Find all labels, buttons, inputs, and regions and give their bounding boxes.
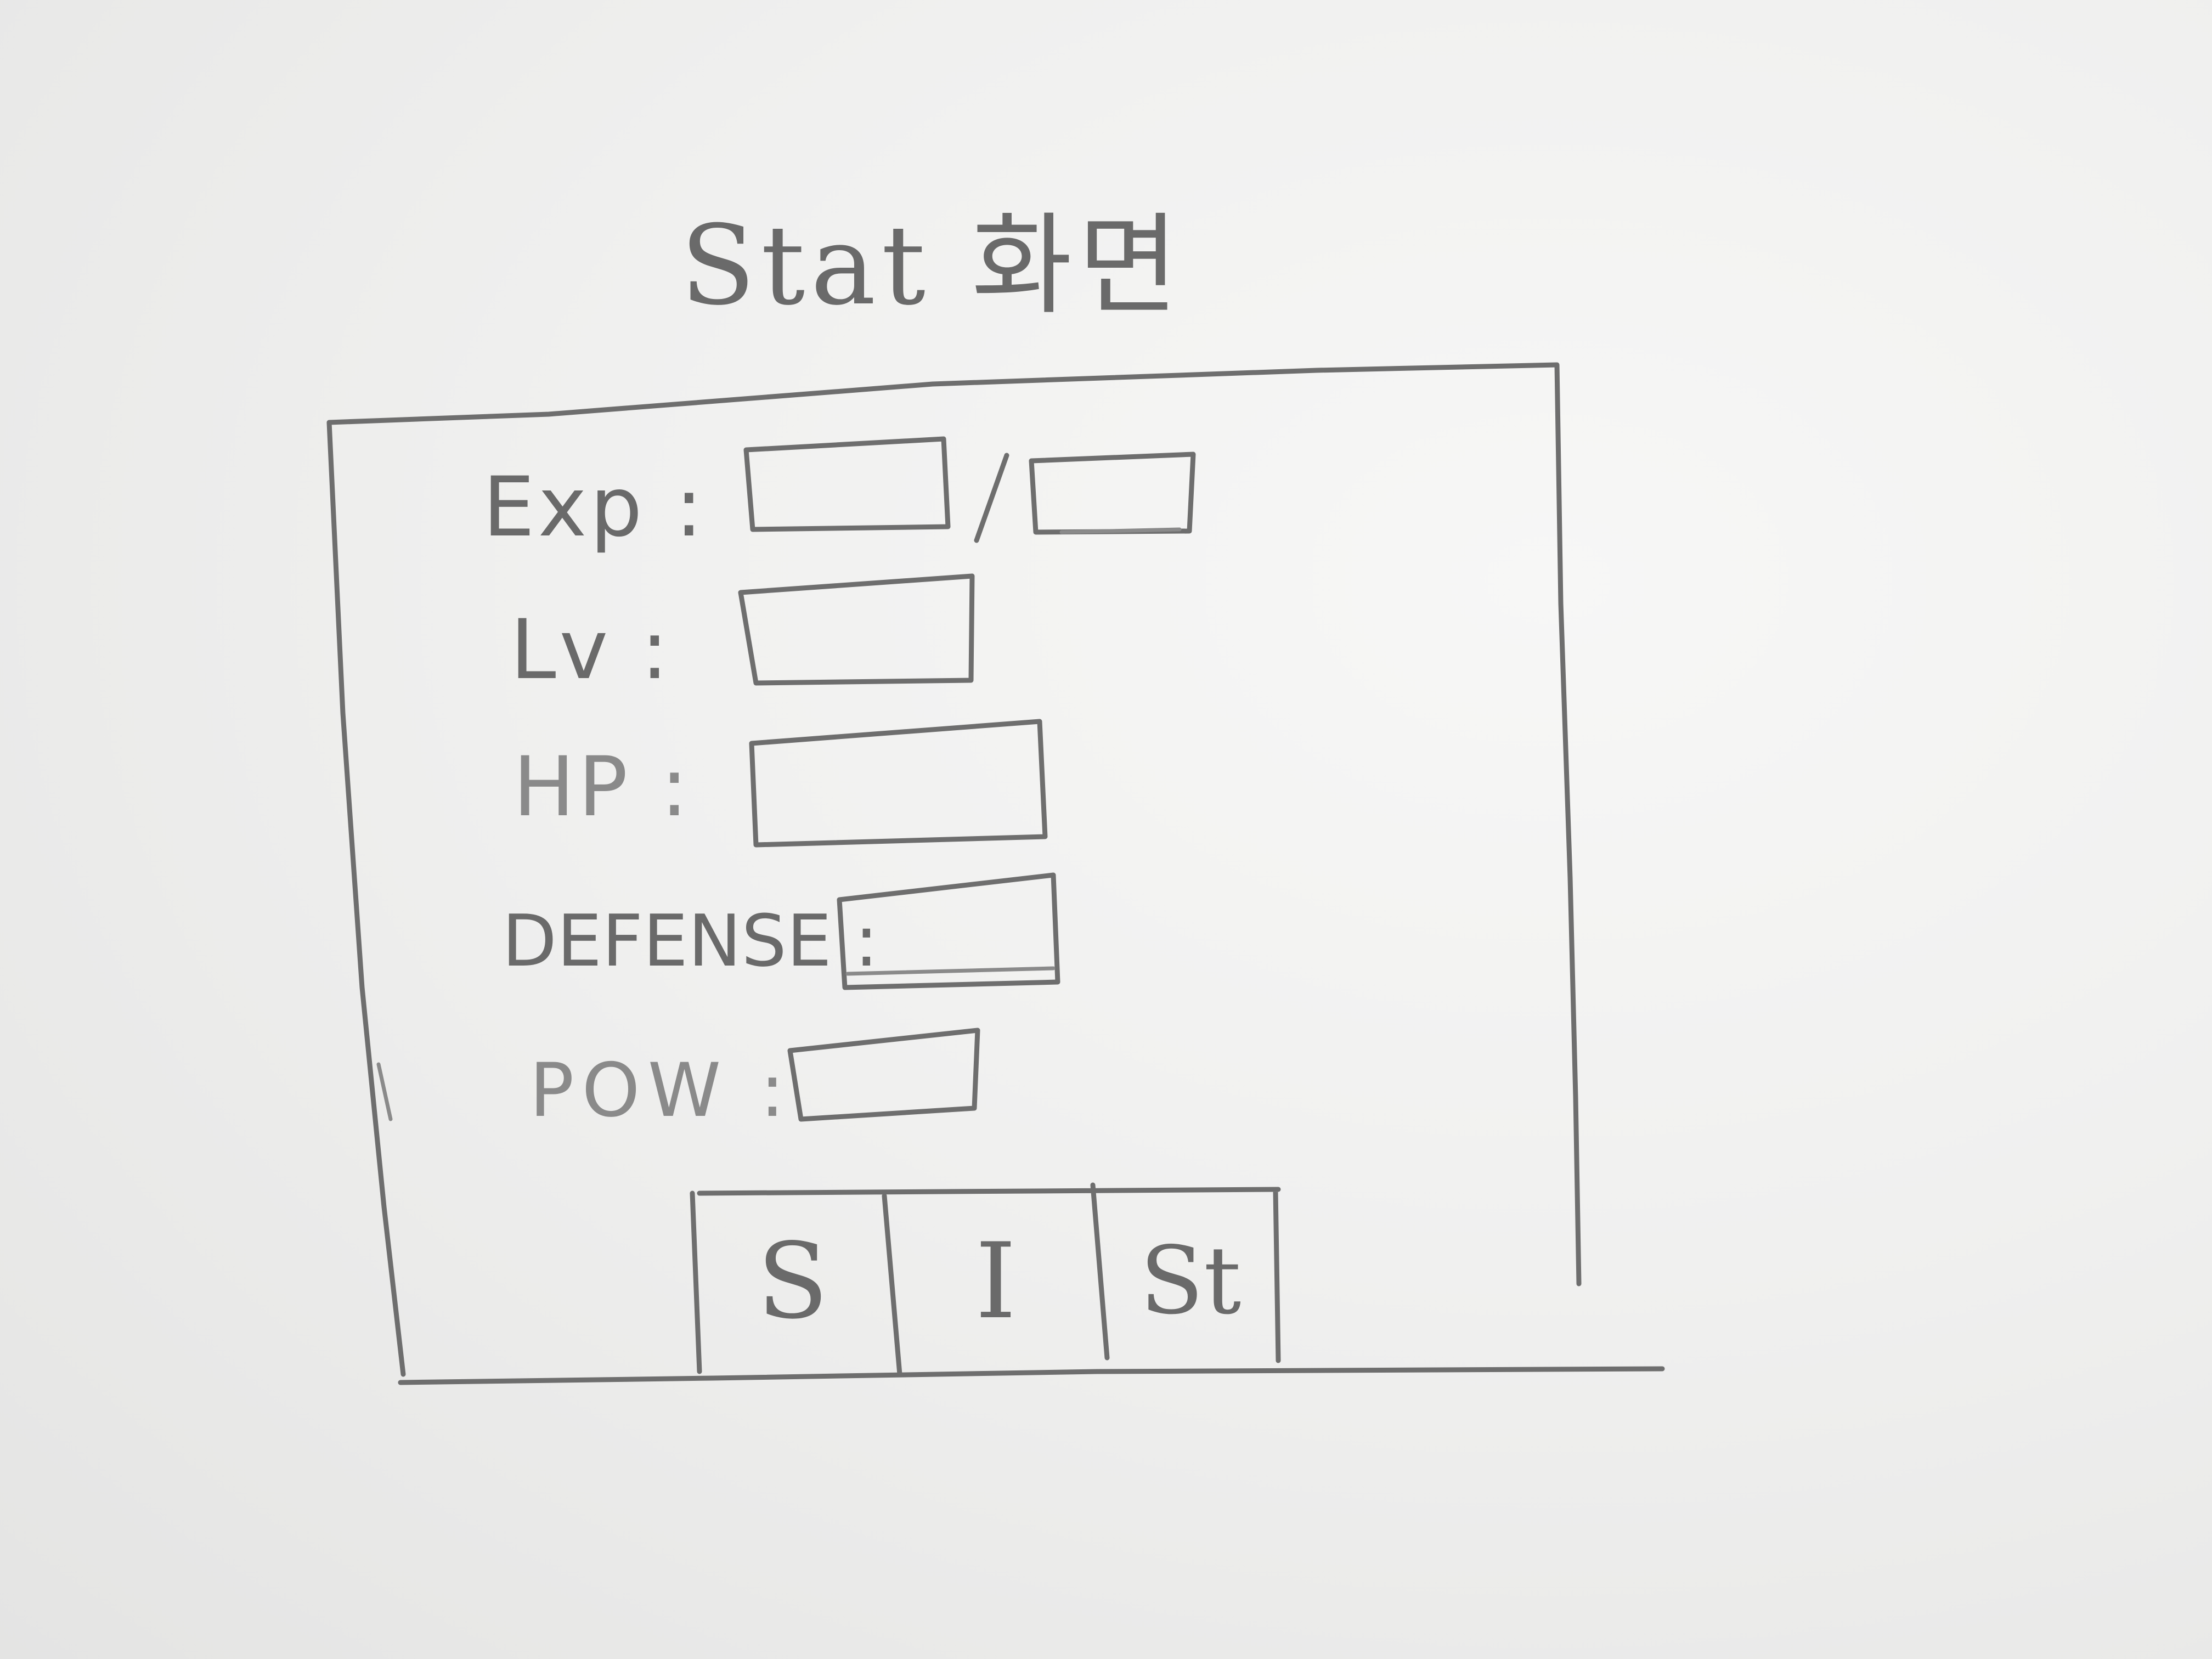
exp-current-box <box>743 436 951 532</box>
exp-label: Exp : <box>483 460 706 555</box>
window-frame <box>326 362 1665 1385</box>
pow-label: POW : <box>529 1047 793 1133</box>
exp-max-field[interactable] <box>1031 453 1193 535</box>
tab-i-button[interactable]: I <box>897 1190 1094 1372</box>
defense-box <box>837 872 1060 990</box>
defense-field[interactable] <box>839 875 1059 988</box>
tab-s-label: S <box>757 1220 829 1342</box>
pow-box <box>787 1028 980 1122</box>
exp-max-box <box>1029 452 1196 535</box>
pow-field[interactable] <box>790 1029 977 1119</box>
defense-box-extra <box>845 966 1056 976</box>
defense-label: DEFENSE : <box>502 899 879 983</box>
hp-label: HP : <box>513 740 692 835</box>
page-title: Stat 화면 <box>680 202 1184 330</box>
window-frame-mark <box>376 1062 393 1121</box>
hp-box <box>749 719 1048 848</box>
tab-st-label: St <box>1139 1227 1242 1335</box>
lv-field[interactable] <box>741 576 971 683</box>
tab-s-button[interactable]: S <box>699 1190 886 1372</box>
hp-field[interactable] <box>752 721 1045 845</box>
exp-current-field[interactable] <box>746 439 949 529</box>
exp-slash <box>974 453 1009 543</box>
lv-label: Lv : <box>510 602 672 698</box>
tab-bar-lines <box>690 1182 1281 1377</box>
tab-i-label: I <box>975 1220 1017 1342</box>
exp-max-box-extra <box>1059 527 1182 534</box>
lv-box <box>738 573 975 686</box>
tab-st-button[interactable]: St <box>1103 1190 1278 1372</box>
